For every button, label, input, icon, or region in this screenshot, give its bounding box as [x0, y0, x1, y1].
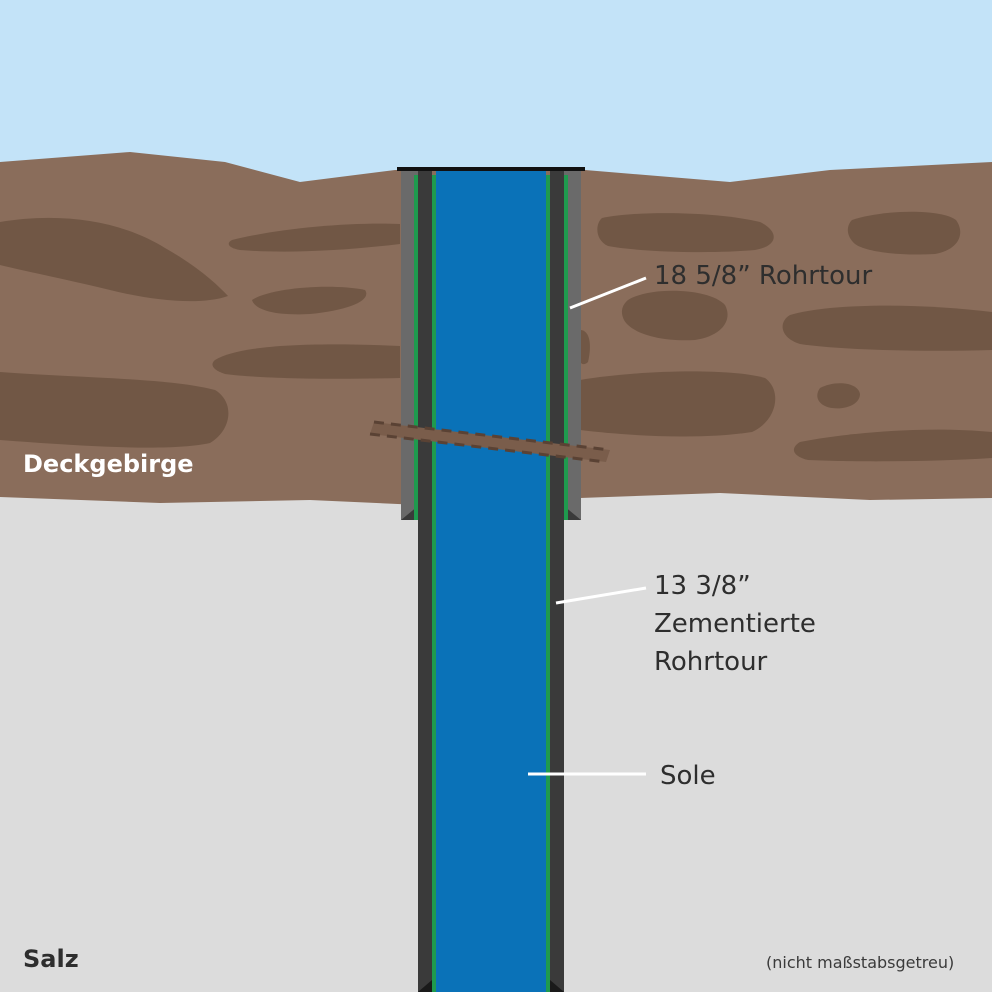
rock-lens: [817, 383, 860, 409]
outer-casing-shoe-left: [401, 506, 418, 520]
rock-lens: [212, 344, 400, 379]
rock-lens: [621, 290, 728, 341]
rock-lens: [580, 330, 590, 365]
cement-line: [414, 175, 418, 520]
scale-note: (nicht maßstabsgetreu): [766, 953, 955, 972]
inner-casing-label-line3: Rohrtour: [654, 647, 768, 677]
wellhead-cap: [397, 167, 585, 171]
inner-casing-label-line1: 13 3/8”: [654, 571, 751, 601]
cement-line: [564, 175, 568, 520]
rock-lens: [252, 286, 367, 315]
brine-column: [436, 170, 546, 992]
rock-lenses: [0, 211, 992, 462]
rock-lens: [0, 372, 229, 448]
inner-casing-right: [550, 170, 564, 992]
leader-line-inner-casing: [555, 586, 647, 605]
inner-casing-shoe-left: [418, 980, 432, 992]
outer-casing-shoe-right: [564, 506, 581, 520]
leader-line-outer-casing: [569, 276, 647, 310]
outer-casing-right: [564, 170, 581, 520]
rock-lens: [793, 429, 992, 462]
inner-casing-label-line2: Zementierte: [654, 609, 816, 639]
fault-line: [373, 420, 611, 452]
inner-casing-label: 13 3/8” Zementierte Rohrtour: [654, 567, 816, 681]
rock-lens: [782, 305, 992, 351]
outer-casing-label: 18 5/8” Rohrtour: [654, 261, 873, 291]
rock-lens: [580, 371, 776, 437]
cement-line: [546, 175, 550, 992]
inner-casing-shoe-right: [550, 980, 564, 992]
brine-label: Sole: [660, 761, 716, 791]
fault-line: [369, 432, 607, 464]
rock-lens: [0, 217, 228, 302]
overburden-label: Deckgebirge: [23, 450, 194, 478]
rock-lens: [847, 211, 961, 255]
fault-band: [370, 422, 610, 462]
rock-lens: [597, 213, 774, 253]
rock-lens: [228, 223, 400, 252]
cement-line: [432, 175, 436, 992]
salt-label: Salz: [23, 945, 79, 973]
inner-casing-left: [418, 170, 432, 992]
